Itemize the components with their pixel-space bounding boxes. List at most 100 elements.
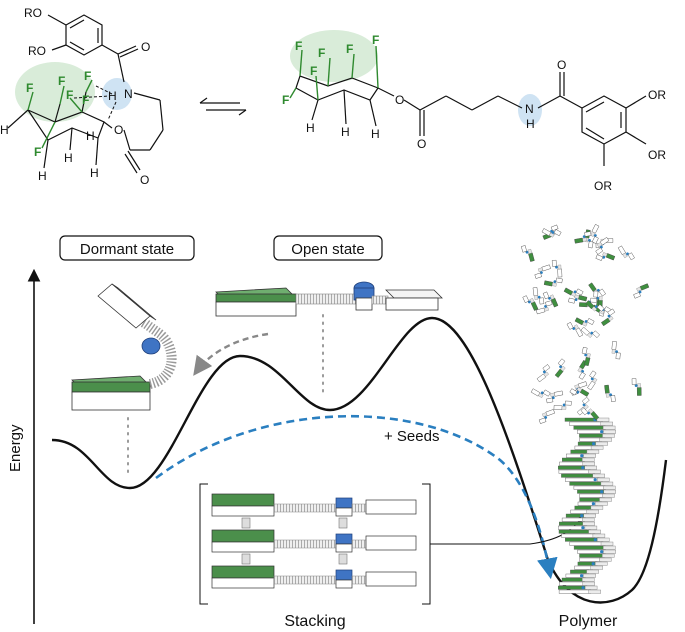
equilibrium-arrows	[199, 97, 247, 116]
helix-segment	[564, 417, 610, 422]
f-label-5: F	[82, 93, 89, 107]
free-monomer	[633, 283, 650, 299]
f-label-1: F	[26, 81, 33, 95]
or-label-3: OR	[594, 179, 612, 193]
ro-label-2: RO	[28, 44, 46, 58]
helix-segment	[579, 553, 615, 558]
helix-segment	[561, 473, 605, 478]
fluorine-highlight	[290, 30, 378, 82]
free-monomer	[554, 358, 566, 378]
free-monomer	[585, 300, 605, 312]
helix-segment	[558, 465, 597, 470]
nh-highlight	[518, 94, 542, 126]
helix-segment	[558, 589, 601, 594]
free-monomer	[580, 407, 600, 421]
helix-segment	[559, 461, 595, 466]
monomer-cloud	[521, 224, 650, 424]
helix-segment	[573, 545, 616, 550]
f-label-6: F	[34, 145, 41, 159]
helix-segment	[573, 485, 616, 490]
helix-segment	[559, 521, 595, 526]
nh-h-label: H	[108, 89, 117, 103]
free-monomer	[546, 390, 564, 404]
helix-segment	[577, 429, 616, 434]
helix-segment	[562, 457, 595, 462]
amide-o-label: O	[557, 58, 566, 72]
f-label-2: F	[58, 74, 65, 88]
ester-o-label: O	[395, 93, 404, 107]
ro-label-1: RO	[24, 6, 42, 20]
helix-segment	[574, 445, 604, 450]
free-monomer	[581, 346, 591, 367]
helix-segment	[573, 425, 616, 430]
helix-segment	[577, 549, 616, 554]
nh-h-label: H	[526, 117, 535, 131]
energy-label: Energy	[7, 424, 24, 472]
free-monomer	[553, 400, 572, 411]
seeds-arrow	[155, 414, 558, 580]
free-monomer	[551, 259, 563, 278]
free-monomer	[611, 341, 621, 360]
h-label-2: H	[341, 125, 350, 139]
helix-segment	[565, 477, 610, 482]
free-monomer	[566, 322, 584, 338]
h-label-5: H	[86, 129, 95, 143]
f-label-5: F	[282, 93, 289, 107]
helix-segment	[570, 449, 600, 454]
right-structure: F F F F F F H H H O O N H O OR OR OR	[282, 30, 666, 193]
free-monomer	[604, 384, 616, 402]
seeds-label: + Seeds	[384, 428, 439, 445]
helix-segment	[558, 469, 601, 474]
h-label-3: H	[64, 151, 73, 165]
helix-segment	[561, 517, 595, 522]
free-monomer	[521, 245, 535, 262]
free-monomer	[595, 237, 610, 255]
helix-segment	[579, 437, 612, 442]
free-monomer	[535, 300, 553, 315]
free-monomer	[601, 308, 616, 327]
n-label: N	[124, 87, 133, 101]
or-label-2: OR	[648, 148, 666, 162]
free-monomer	[574, 317, 595, 327]
h-label-3: H	[371, 127, 380, 141]
helix-segment	[570, 569, 599, 574]
h-label-4: H	[90, 166, 99, 180]
helix-segment	[565, 537, 610, 542]
free-monomer	[595, 252, 616, 261]
carbonyl-o-label: O	[417, 137, 426, 151]
free-monomer	[568, 294, 588, 304]
fluorine-highlight	[15, 62, 95, 122]
helix-segment	[577, 441, 608, 446]
free-monomer	[536, 364, 551, 383]
free-monomer	[534, 264, 551, 279]
f-label-1: F	[295, 39, 302, 53]
helix-segment	[579, 493, 615, 498]
f-label-3: F	[84, 69, 91, 83]
polymer-helix	[558, 417, 616, 594]
free-monomer	[542, 291, 559, 308]
dormant-state-tag: Dormant state	[59, 235, 195, 261]
dormant-state-label: Dormant state	[80, 241, 174, 258]
h-label-1: H	[0, 123, 9, 137]
nh-highlight	[102, 78, 132, 110]
helix-segment	[579, 557, 612, 562]
free-monomer	[532, 287, 545, 305]
free-monomer	[569, 387, 590, 397]
f-label-6: F	[310, 64, 317, 78]
helix-segment	[558, 525, 598, 530]
helix-segment	[574, 505, 604, 510]
h-label-2: H	[38, 169, 47, 183]
f-label-2: F	[318, 46, 325, 60]
free-monomer	[538, 409, 555, 424]
free-monomer	[631, 378, 642, 396]
helix-segment	[559, 581, 595, 586]
helix-segment	[565, 573, 596, 578]
helix-segment	[561, 577, 595, 582]
helix-segment	[577, 489, 616, 494]
free-monomer	[580, 326, 600, 339]
f-label-4: F	[372, 33, 379, 47]
helix-segment	[566, 453, 596, 458]
open-state-molecule	[215, 281, 443, 317]
ester-o-label: O	[114, 123, 123, 137]
